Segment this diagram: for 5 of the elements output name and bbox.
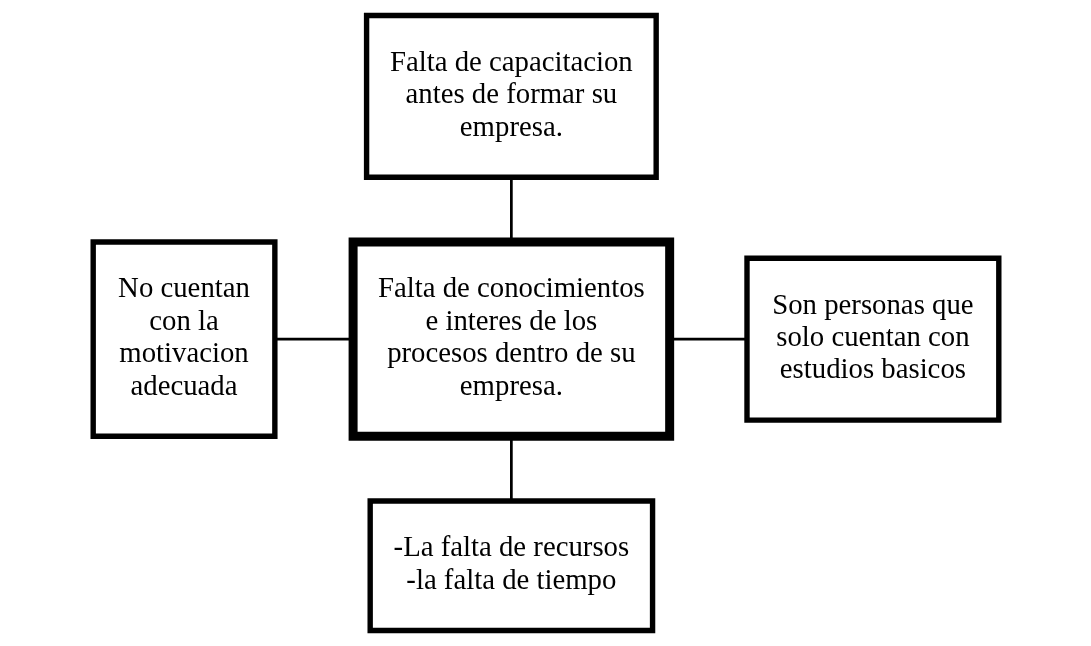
node-box: Falta de capacitacion antes de formar su empresa. [363, 12, 659, 180]
node-box: -La falta de recursos -la falta de tiempo [367, 498, 655, 634]
node-box: No cuentan con la motivacion adecuada [90, 239, 278, 439]
node-box: Son personas que solo cuentan con estudios basicos [743, 255, 1001, 423]
node-box: Falta de conocimientos e interes de los procesos dentro de su empresa. [348, 237, 674, 441]
